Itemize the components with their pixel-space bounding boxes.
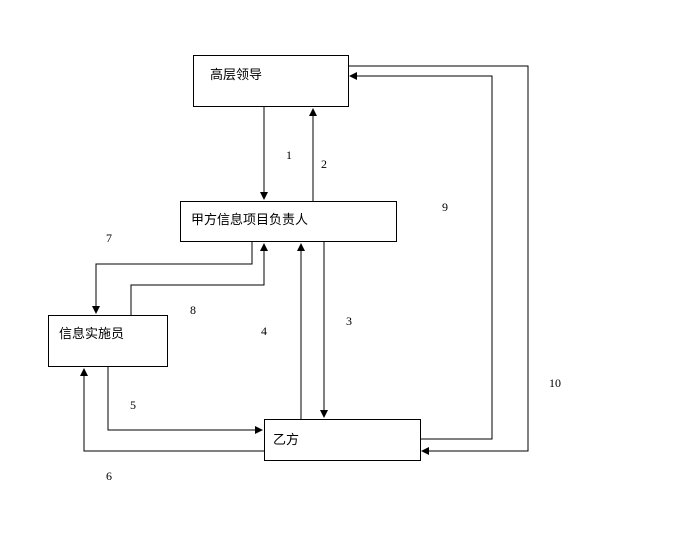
node-party-b-label: 乙方 [273,433,300,448]
node-implementer: 信息实施员 [48,315,168,367]
node-project-manager-label: 甲方信息项目负责人 [191,213,309,228]
arrow-10 [348,65,529,455]
arrow-9 [349,72,493,440]
edge-label-9: 9 [442,200,448,214]
edge-label-2: 2 [321,157,327,171]
edge-label-7: 7 [106,231,112,245]
node-leadership: 高层领导 [193,55,349,107]
edge-label-1: 1 [286,148,292,162]
edge-label-6: 6 [106,469,112,483]
edge-label-4: 4 [261,324,267,338]
edge-label-10: 10 [549,376,561,390]
node-project-manager: 甲方信息项目负责人 [180,201,397,242]
edge-label-3: 3 [346,314,352,328]
edge-label-5: 5 [130,398,136,412]
arrow-7 [92,242,253,314]
arrow-5 [107,367,263,434]
node-implementer-label: 信息实施员 [59,327,125,342]
node-leadership-label: 高层领导 [210,68,263,83]
arrow-6 [80,368,264,452]
edge-label-8: 8 [190,303,196,317]
arrow-8 [130,243,268,315]
node-party-b: 乙方 [264,419,421,461]
